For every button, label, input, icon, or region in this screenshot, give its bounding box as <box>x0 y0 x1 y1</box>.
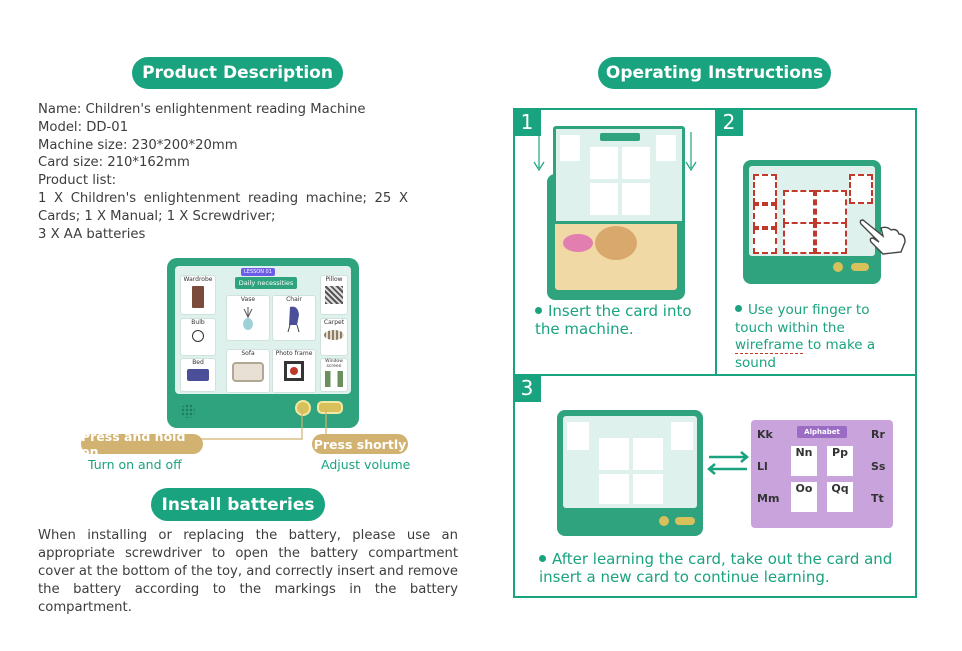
step-3-device <box>557 410 703 536</box>
wireframe-highlight: wireframe <box>735 337 804 354</box>
letter-cell: Nn <box>791 446 817 476</box>
spec-card-size: Card size: 210*162mm <box>38 155 190 171</box>
alphabet-title: Alphabet <box>797 426 847 438</box>
step-2-device <box>743 160 881 284</box>
step-2-text: Use your finger to touch within the wire… <box>735 302 911 372</box>
bear-face <box>595 226 637 260</box>
letter-cell: Mm <box>757 492 780 505</box>
item-vase: Vase <box>227 296 269 340</box>
letter-cell: Tt <box>871 492 884 505</box>
press-hold-label: Press and hold on <box>81 429 203 459</box>
letter-cell: Ss <box>871 460 886 473</box>
speaker-grille <box>181 404 195 418</box>
item-label: Vase <box>240 296 256 303</box>
step-3-text: After learning the card, take out the ca… <box>539 550 899 586</box>
item-bed: Bed <box>181 359 215 391</box>
bullet-icon <box>735 305 742 312</box>
device-screen: LESSON 01 Daily necessities Wardrobe Vas… <box>175 266 351 394</box>
item-label: Chair <box>286 296 302 303</box>
letter-cell: Kk <box>757 428 773 441</box>
step-1-card <box>553 126 685 224</box>
item-label: Pillow <box>325 276 343 283</box>
wireframe-box <box>753 204 777 228</box>
step-1-number: 1 <box>513 108 541 136</box>
item-label: Wardrobe <box>183 276 213 283</box>
product-description-title: Product Description <box>132 57 343 89</box>
letter-cell: Rr <box>871 428 885 441</box>
spec-product-list-label: Product list: <box>38 173 117 189</box>
spec-model: Model: DD-01 <box>38 119 129 135</box>
letter-cell: Pp <box>827 446 853 476</box>
step-1-panel: 1 Insert the card into the machine. <box>513 108 717 376</box>
press-short-caption: Adjust volume <box>321 457 411 472</box>
step-1-card-face <box>555 214 677 290</box>
card-title: Daily necessities <box>235 277 297 289</box>
pink-bubble <box>563 234 593 252</box>
product-spec-list: Name: Children's enlightenment reading M… <box>38 101 408 243</box>
step-1-text-content: Insert the card into the machine. <box>535 302 692 338</box>
swap-arrows-icon <box>707 451 749 475</box>
item-window-screen: Window screen <box>321 359 347 391</box>
spec-batteries: 3 X AA batteries <box>38 226 146 242</box>
item-photo-frame: Photo frame <box>273 350 315 392</box>
item-bulb: Bulb <box>181 319 215 355</box>
step-2-text-after: to make a sound <box>735 337 876 371</box>
power-button[interactable] <box>295 400 311 416</box>
item-wardrobe: Wardrobe <box>181 276 215 314</box>
install-instructions: When installing or replacing the battery… <box>38 528 458 615</box>
wireframe-box <box>783 190 815 224</box>
wireframe-box <box>849 174 873 204</box>
item-label: Window screen <box>325 359 343 369</box>
letter-cell: Oo <box>791 482 817 512</box>
insert-arrow-icons <box>533 132 697 172</box>
alphabet-card: Alphabet Kk Rr Ll Nn Pp Ss Mm Oo Qq Tt <box>751 420 893 528</box>
spec-product-list: 1 X Children's enlightenment reading mac… <box>38 190 408 224</box>
item-carpet: Carpet <box>321 319 347 355</box>
item-label: Bulb <box>191 319 205 326</box>
press-hold-caption: Turn on and off <box>88 457 182 472</box>
item-label: Carpet <box>323 319 345 326</box>
volume-button[interactable] <box>317 401 343 414</box>
item-pillow: Pillow <box>321 276 347 314</box>
wireframe-box <box>753 174 777 204</box>
item-label: Sofa <box>241 350 255 357</box>
step-3-panel: 3 Alphabet Kk Rr Ll Nn Pp Ss Mm Oo Qq Tt… <box>513 374 917 598</box>
card-badge: LESSON 01 <box>241 268 275 276</box>
press-short-label: Press shortly <box>312 434 408 454</box>
wireframe-box <box>815 190 847 224</box>
bullet-icon <box>535 307 542 314</box>
wireframe-box <box>815 222 847 254</box>
step-2-text-before: Use your finger to touch within the <box>735 302 870 336</box>
item-chair: Chair <box>273 296 315 340</box>
spec-machine-size: Machine size: 230*200*20mm <box>38 137 238 153</box>
pointing-hand-icon <box>859 219 906 255</box>
step-2-panel: 2 Use your finger to touch within the wi… <box>715 108 917 376</box>
install-batteries-title: Install batteries <box>151 488 325 521</box>
wireframe-box <box>783 222 815 254</box>
wireframe-box <box>753 228 777 254</box>
step-1-text: Insert the card into the machine. <box>535 302 705 338</box>
operating-instructions-title: Operating Instructions <box>598 57 831 89</box>
bullet-icon <box>539 555 546 562</box>
reading-machine-illustration: LESSON 01 Daily necessities Wardrobe Vas… <box>167 258 359 428</box>
step-3-text-content: After learning the card, take out the ca… <box>539 550 893 586</box>
step-2-number: 2 <box>715 108 743 136</box>
letter-cell: Ll <box>757 460 768 473</box>
spec-name: Name: Children's enlightenment reading M… <box>38 102 366 117</box>
item-sofa: Sofa <box>227 350 269 392</box>
letter-cell: Qq <box>827 482 853 512</box>
step-3-number: 3 <box>513 374 541 402</box>
item-label: Photo frame <box>275 350 313 357</box>
item-label: Bed <box>192 359 204 366</box>
